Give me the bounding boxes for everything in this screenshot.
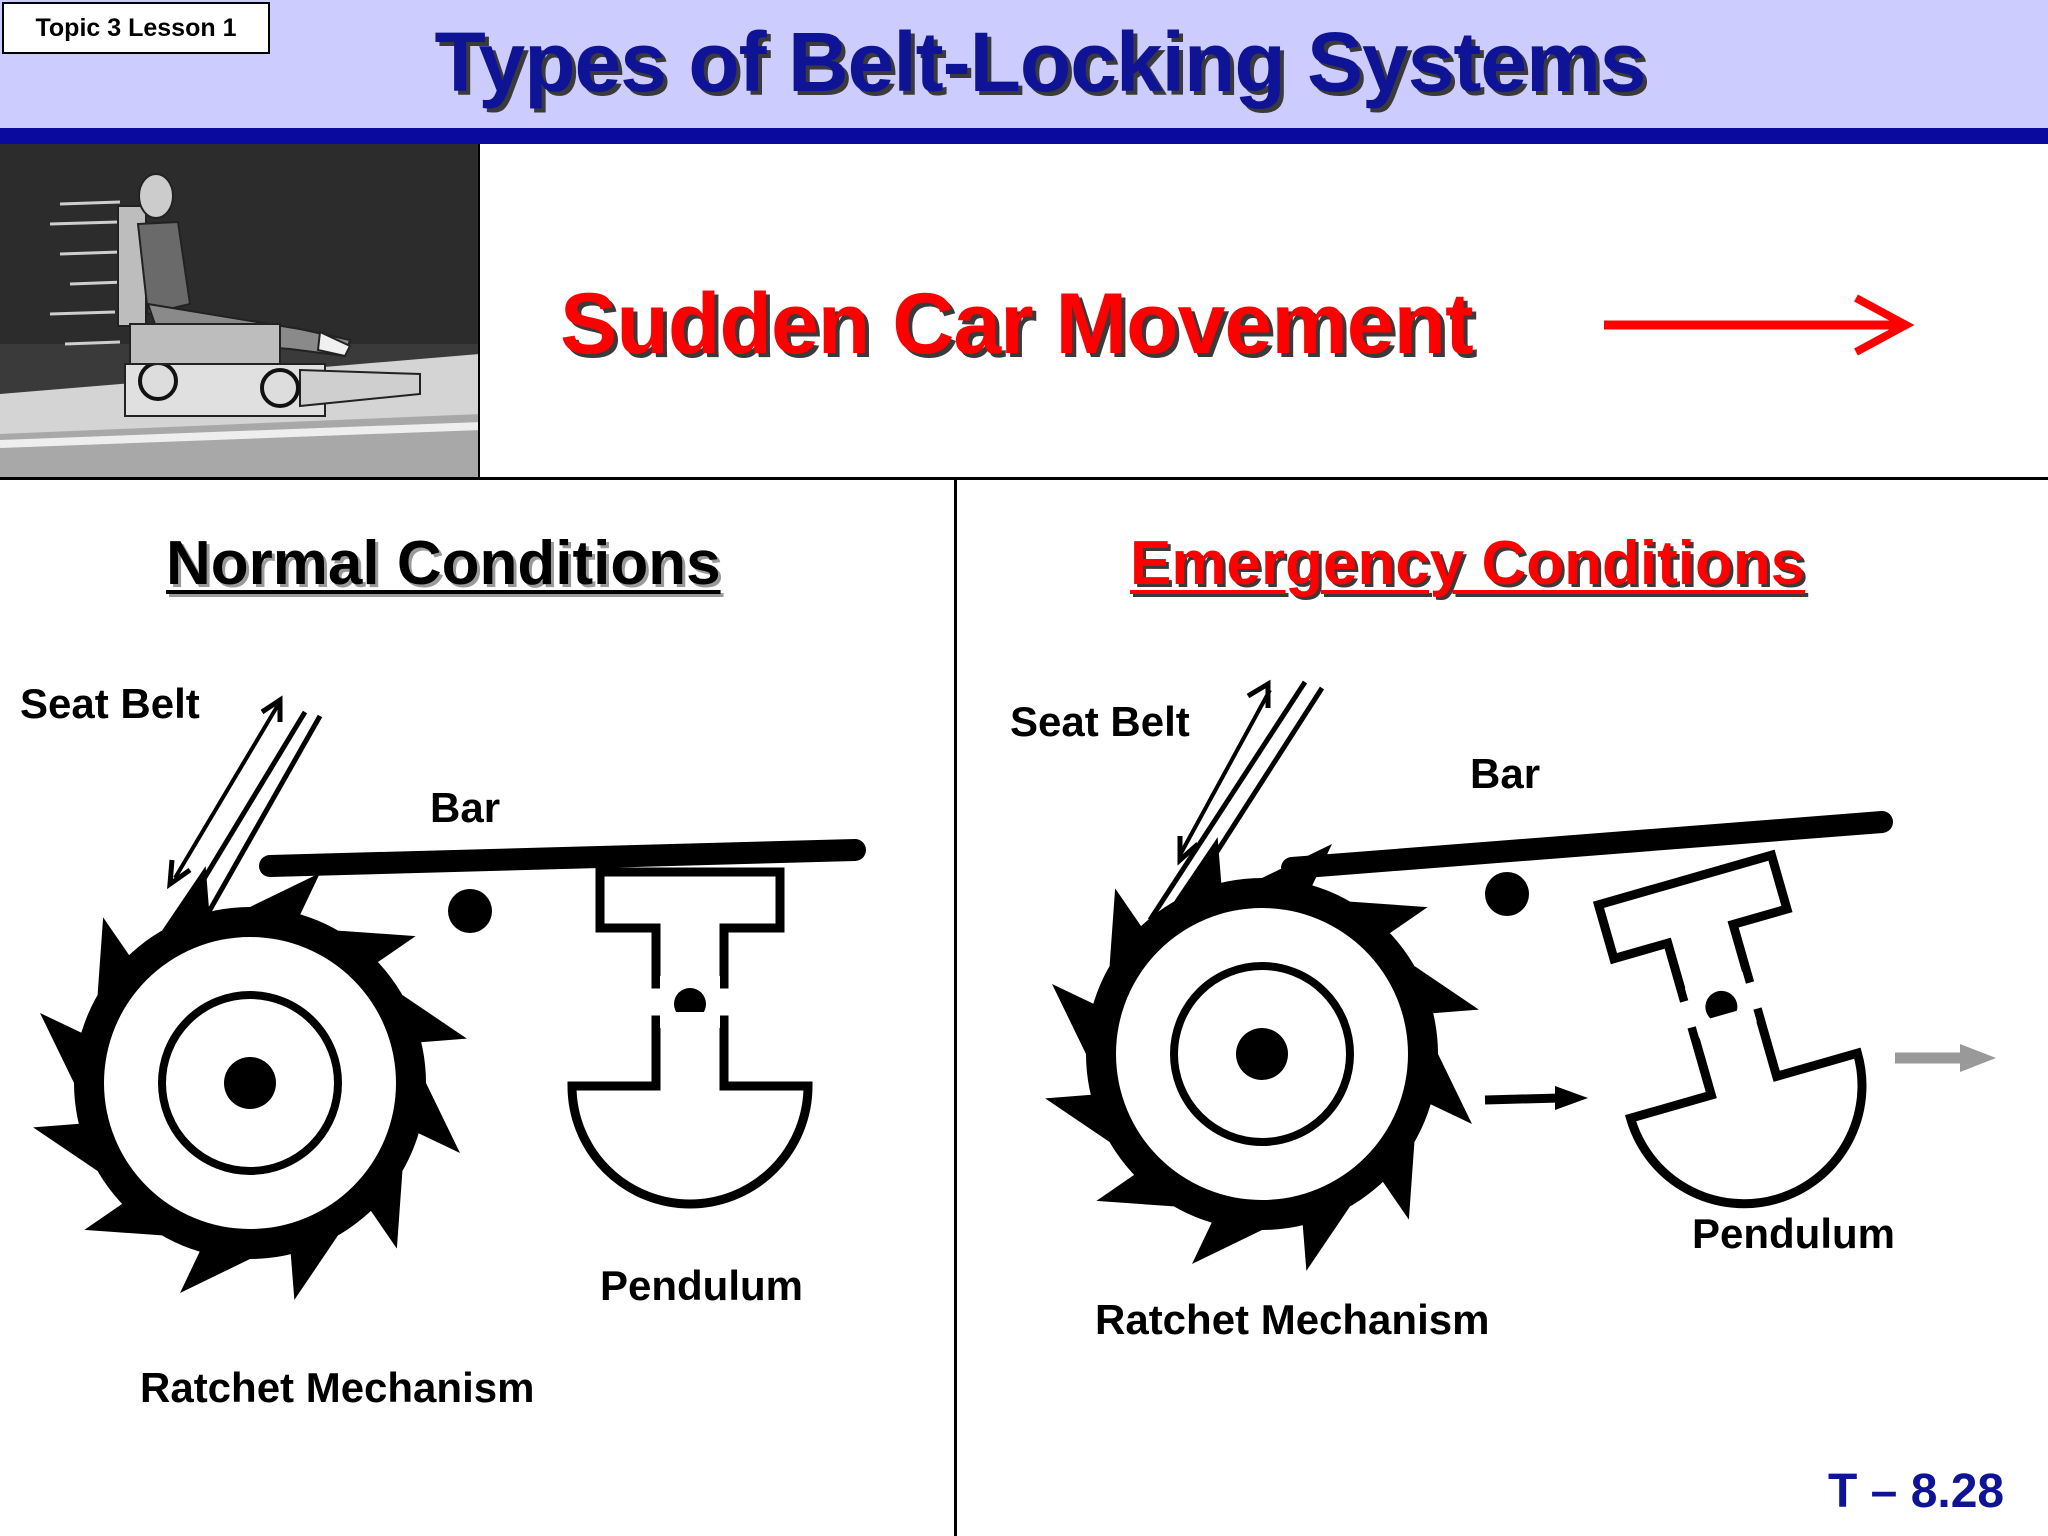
normal-conditions-heading: Normal Conditions	[166, 529, 721, 598]
normal-ratchet-label: Ratchet Mechanism	[140, 1364, 535, 1411]
divider-vertical	[954, 479, 957, 1536]
emergency-conditions-heading: Emergency Conditions	[1130, 529, 1806, 598]
normal-pendulum-label: Pendulum	[600, 1262, 804, 1309]
slide-title: Types of Belt-Locking Systems	[434, 15, 1646, 109]
normal-bar-label: Bar	[430, 784, 501, 831]
header-band	[0, 0, 2048, 128]
emergency-ratchet-label: Ratchet Mechanism	[1095, 1296, 1490, 1343]
divider-horizontal	[0, 477, 2048, 480]
movement-arrow-icon	[1604, 294, 1915, 356]
belt-lock-diagrams	[0, 679, 1996, 1536]
normal-diagram	[33, 695, 866, 1300]
normal-seat-belt-label: Seat Belt	[20, 680, 200, 727]
emergency-seat-belt-label: Seat Belt	[1010, 698, 1190, 745]
emergency-bar-label: Bar	[1470, 750, 1541, 797]
movement-caption: Sudden Car Movement	[560, 276, 1474, 372]
slide-number: T – 8.28	[1828, 1465, 2005, 1518]
header-rule	[0, 128, 2048, 144]
emergency-pendulum-label: Pendulum	[1692, 1210, 1896, 1257]
emergency-diagram	[1045, 679, 1996, 1271]
topic-label: Topic 3 Lesson 1	[2, 2, 270, 54]
wheelchair-photo	[0, 144, 480, 478]
